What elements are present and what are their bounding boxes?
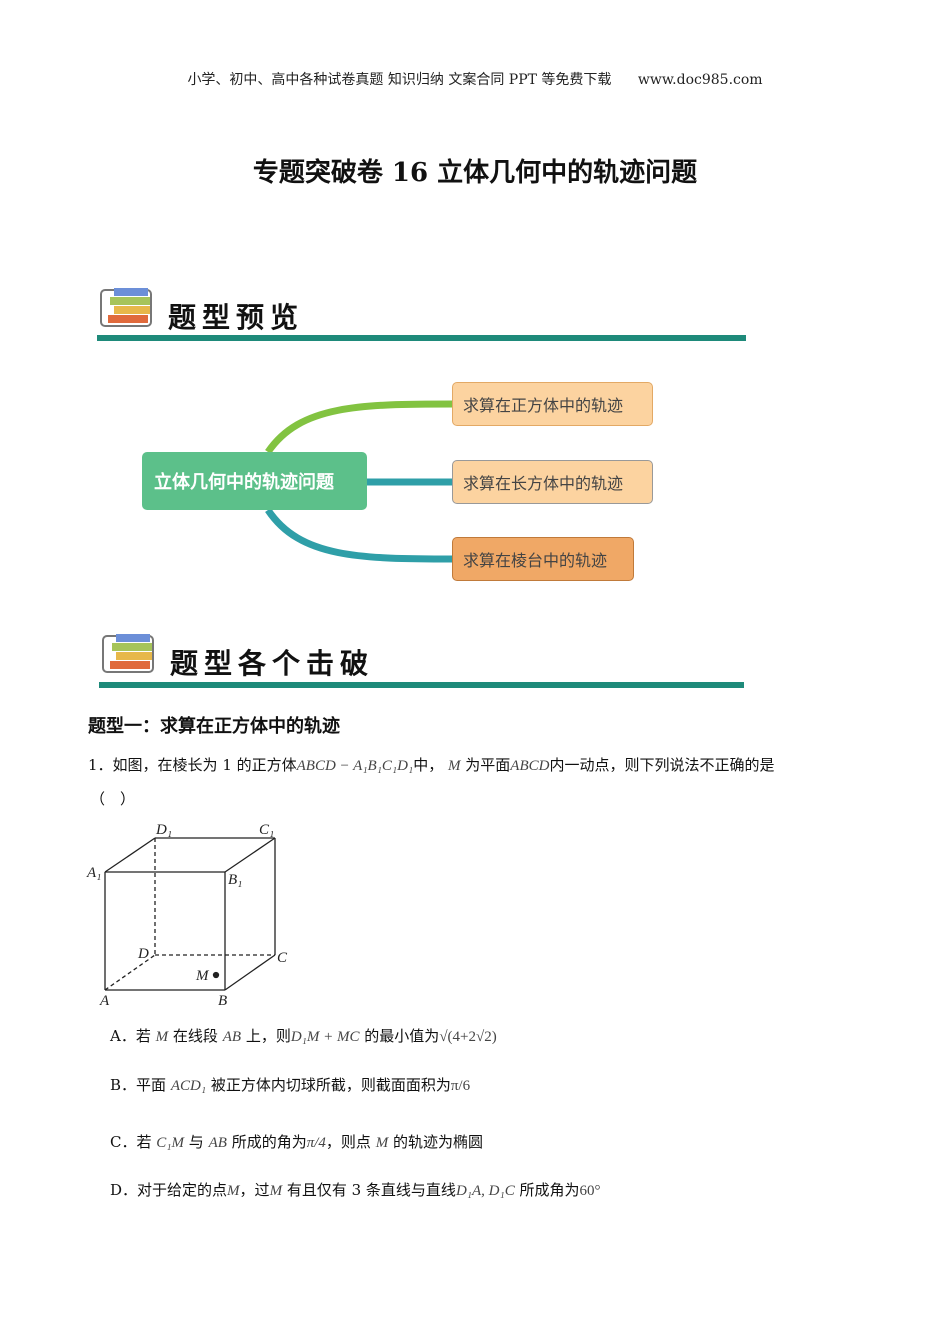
option-letter: B． bbox=[110, 1076, 137, 1094]
option-text: 有且仅有 3 条直线与直线 bbox=[286, 1181, 456, 1199]
option-letter: A． bbox=[110, 1027, 136, 1045]
math: AB bbox=[222, 1029, 242, 1045]
page-title: 专题突破卷 16 立体几何中的轨迹问题 bbox=[252, 158, 698, 188]
connector-3 bbox=[265, 508, 456, 563]
label-B1: B₁ bbox=[228, 872, 242, 888]
mindmap-connectors bbox=[265, 400, 456, 563]
option-text: 若 bbox=[135, 1027, 151, 1045]
mindmap-branch-cube: 求算在正方体中的轨迹 bbox=[452, 382, 653, 426]
mindmap-branch-cuboid: 求算在长方体中的轨迹 bbox=[452, 460, 653, 504]
connector-1 bbox=[265, 400, 456, 454]
mindmap-branch-frustum: 求算在棱台中的轨迹 bbox=[452, 537, 634, 581]
option-text: 对于给定的点 bbox=[137, 1181, 228, 1199]
label-C: C bbox=[277, 950, 288, 966]
option-text: 上，则 bbox=[245, 1027, 291, 1045]
question-stem: 1．如图，在棱长为 1 的正方体ABCD − A₁B₁C₁D₁中， M 为平面A… bbox=[88, 754, 858, 775]
label-C1: C₁ bbox=[259, 822, 274, 838]
question-number: 1． bbox=[88, 756, 113, 774]
option-text: 平面 bbox=[136, 1076, 167, 1094]
option-letter: D． bbox=[110, 1181, 138, 1199]
label-M: M bbox=[195, 968, 210, 984]
mindmap-root: 立体几何中的轨迹问题 bbox=[142, 452, 367, 510]
math: π/6 bbox=[450, 1078, 471, 1094]
option-A[interactable]: A．若 M 在线段 AB 上，则D₁M + MC 的最小值为√(4+2√2) bbox=[110, 1025, 497, 1046]
cube-figure: A B C D A₁ B₁ C₁ D₁ M bbox=[86, 822, 288, 1009]
math: M bbox=[155, 1029, 169, 1045]
option-text: 被正方体内切球所截，则截面面积为 bbox=[210, 1076, 451, 1094]
math: M bbox=[375, 1135, 389, 1151]
option-text: 在线段 bbox=[172, 1027, 218, 1045]
math: M bbox=[269, 1183, 283, 1199]
math: ACD₁ bbox=[170, 1078, 207, 1094]
label-A1: A₁ bbox=[86, 865, 101, 881]
section-divider bbox=[97, 335, 746, 341]
math: C₁M bbox=[156, 1135, 184, 1151]
header-url[interactable]: www.doc985.com bbox=[637, 72, 763, 88]
math-plane: ABCD bbox=[510, 758, 550, 774]
answer-paren: （ ） bbox=[90, 790, 136, 808]
label-D1: D₁ bbox=[155, 822, 172, 838]
stem-text: 为平面 bbox=[465, 756, 511, 774]
label-A: A bbox=[99, 993, 110, 1009]
math-cube: ABCD − A₁B₁C₁D₁ bbox=[296, 758, 414, 774]
option-text: 的轨迹为椭圆 bbox=[392, 1133, 483, 1151]
math: 60° bbox=[579, 1183, 601, 1199]
math: M bbox=[227, 1183, 240, 1199]
page-header: 小学、初中、高中各种试卷真题 知识归纳 文案合同 PPT 等免费下载 www.d… bbox=[0, 69, 950, 89]
option-text: 的最小值为 bbox=[364, 1027, 440, 1045]
math: √(4+2√2) bbox=[439, 1029, 497, 1045]
math: π/4 bbox=[306, 1135, 326, 1151]
section-breakdown-title: 题型各个击破 bbox=[170, 647, 375, 680]
math: AB bbox=[208, 1135, 227, 1151]
books-icon bbox=[102, 634, 154, 673]
option-text: 所成的角为 bbox=[231, 1133, 307, 1151]
question-type-heading: 题型一：求算在正方体中的轨迹 bbox=[88, 716, 340, 737]
option-text: 所成角为 bbox=[519, 1181, 580, 1199]
option-D[interactable]: D．对于给定的点M，过M 有且仅有 3 条直线与直线D₁A, D₁C 所成角为6… bbox=[110, 1179, 601, 1200]
option-text: ，则点 bbox=[325, 1133, 371, 1151]
label-D: D bbox=[137, 946, 149, 962]
stem-text: 中， bbox=[413, 756, 444, 774]
option-B[interactable]: B．平面 ACD₁ 被正方体内切球所截，则截面面积为π/6 bbox=[110, 1074, 470, 1095]
stem-text: 如图，在棱长为 1 的正方体 bbox=[112, 756, 297, 774]
math: D₁A, D₁C bbox=[455, 1183, 515, 1199]
label-B: B bbox=[218, 993, 227, 1009]
section-preview-title: 题型预览 bbox=[168, 301, 305, 334]
stem-text: 内一动点，则下列说法不正确的是 bbox=[549, 756, 775, 774]
section-divider bbox=[99, 682, 744, 688]
option-letter: C． bbox=[110, 1133, 137, 1151]
math-M: M bbox=[447, 758, 461, 774]
books-icon bbox=[100, 288, 152, 327]
header-text: 小学、初中、高中各种试卷真题 知识归纳 文案合同 PPT 等免费下载 bbox=[187, 72, 612, 88]
option-text: 若 bbox=[136, 1133, 152, 1151]
math: D₁M + MC bbox=[290, 1029, 360, 1045]
option-text: ，过 bbox=[239, 1181, 270, 1199]
option-C[interactable]: C．若 C₁M 与 AB 所成的角为π/4，则点 M 的轨迹为椭圆 bbox=[110, 1131, 483, 1152]
option-text: 与 bbox=[188, 1133, 204, 1151]
